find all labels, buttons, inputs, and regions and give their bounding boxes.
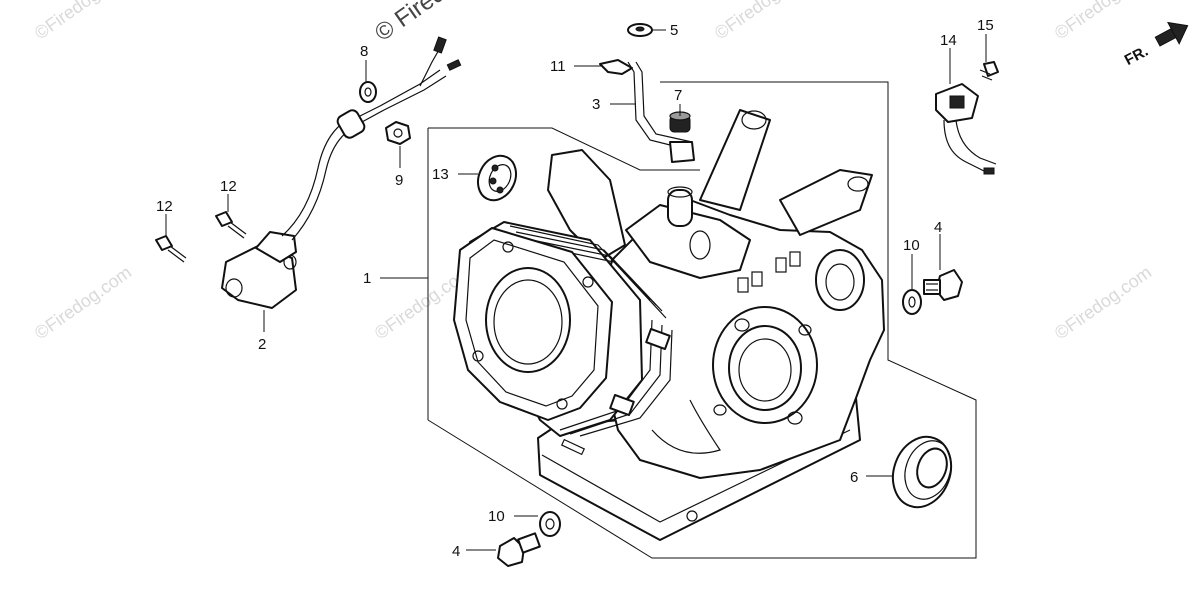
washer-part [359,81,377,103]
callout-9: 9 [395,172,403,189]
bolt-part [155,235,187,263]
callout-1: 1 [363,270,371,287]
screw-part [979,61,999,81]
callout-4: 4 [452,543,460,560]
bolt-part [215,211,247,239]
watermark: ©Firedog.com [31,262,135,343]
oil-switch-part [221,36,462,309]
nut-part [385,121,411,145]
callout-labels: 1 2 3 4 4 5 6 7 8 9 10 10 11 12 12 13 14… [156,17,994,560]
flange-bolt-part [923,269,963,301]
assembly-bracket [427,81,977,559]
callout-11: 11 [550,58,566,75]
callout-14: 14 [940,32,957,49]
watermark: ©Firedog.com [1051,262,1155,343]
watermark-strong: © Firedog [370,0,472,47]
callout-6: 6 [850,469,858,486]
callout-4: 4 [934,219,942,236]
front-direction-indicator: FR. [1122,21,1189,69]
callout-15: 15 [977,17,994,34]
ignition-module-part [935,83,997,175]
callout-10: 10 [488,508,505,525]
watermark: ©Firedog.com [31,0,135,43]
oil-seal-part [891,435,953,509]
front-arrow-icon [1154,21,1189,47]
callout-2: 2 [258,336,266,353]
bearing-part [477,154,517,202]
callout-12: 12 [220,178,237,195]
callout-7: 7 [674,87,682,104]
flange-bolt-part [497,532,541,567]
callout-5: 5 [670,22,678,39]
callout-13: 13 [432,166,449,183]
front-label: FR. [1122,43,1151,69]
callout-8: 8 [360,43,368,60]
callout-10: 10 [903,237,920,254]
watermark: ©Firedog.com [1051,0,1155,43]
washer-part [902,289,922,315]
leader-lines [165,29,987,551]
callout-12: 12 [156,198,173,215]
washer-part [539,511,561,537]
clip-part [599,59,633,75]
callout-3: 3 [592,96,600,113]
washer-part [627,23,653,37]
cylinder-block-part [453,109,885,541]
watermark: ©Firedog.com [711,0,815,43]
